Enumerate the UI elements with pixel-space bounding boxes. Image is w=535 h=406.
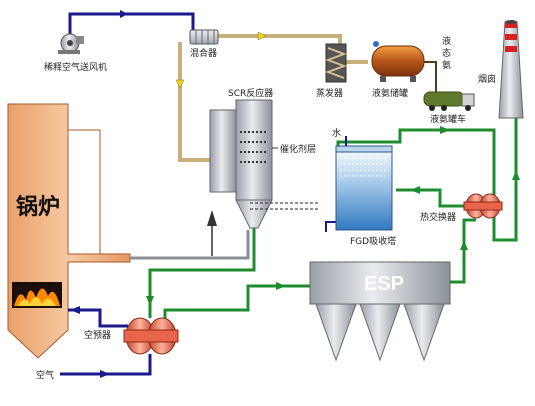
flue-gas-arrow (410, 186, 420, 194)
catalyst-layer-label: 催化剂层 (280, 143, 316, 155)
chimney-label: 烟囱 (478, 73, 496, 85)
mixer-icon (189, 29, 219, 45)
ammonia-flow-arrow (175, 79, 185, 89)
boiler-exit-duct (130, 230, 250, 260)
water-label: 水 (332, 127, 341, 139)
liquid-ammonia-label-1: 液 (442, 35, 451, 47)
flue-gas-arrow (460, 240, 468, 250)
heat-exchanger-label: 热交换器 (420, 211, 456, 223)
boiler-icon (7, 103, 131, 359)
combustion-air-arrow (70, 306, 80, 314)
air-preheater-label: 空预器 (84, 329, 111, 341)
ammonia-tank-icon (371, 41, 425, 82)
chimney-icon (498, 20, 524, 119)
scr-reactor-label: SCR反应器 (228, 87, 273, 99)
evaporator-icon (325, 43, 347, 83)
tank-truck-label: 液氨罐车 (430, 113, 466, 125)
scr-inlet-arrow (207, 210, 217, 226)
flue-gas-arrow (512, 170, 520, 180)
liquid-ammonia-line (424, 61, 437, 92)
slurry-return-line (325, 221, 336, 232)
heat-exchanger-icon (463, 193, 503, 219)
flue-gas-arrow (440, 126, 450, 134)
flue-gas-arrow (146, 296, 154, 306)
tank-truck-icon (423, 91, 475, 111)
air-label: 空气 (36, 369, 54, 381)
ammonia-tank-label: 液氨储罐 (372, 87, 408, 99)
evaporator-label: 蒸发器 (316, 87, 343, 99)
fgd-tower-icon (335, 145, 393, 231)
ammonia-flow-arrow (257, 31, 267, 41)
dilution-air-fan-icon (58, 33, 84, 54)
fgd-tower-label: FGD吸收塔 (350, 235, 396, 247)
liquid-ammonia-label-3: 氨 (442, 59, 451, 71)
boiler-label: 锅炉 (16, 194, 60, 220)
liquid-ammonia-label-2: 态 (442, 47, 451, 59)
dilution-air-arrow (120, 10, 128, 18)
fan-label: 稀释空气送风机 (44, 61, 107, 73)
combustion-air-line (60, 308, 152, 376)
esp-icon (309, 261, 451, 362)
esp-label: ESP (364, 273, 404, 295)
combustion-air-arrow (100, 370, 110, 378)
flue-gas-arrow (276, 282, 286, 290)
mixer-label: 混合器 (190, 47, 217, 59)
scr-reactor-icon (209, 99, 273, 229)
dilution-air-line (68, 12, 195, 40)
air-preheater-icon (123, 317, 179, 355)
